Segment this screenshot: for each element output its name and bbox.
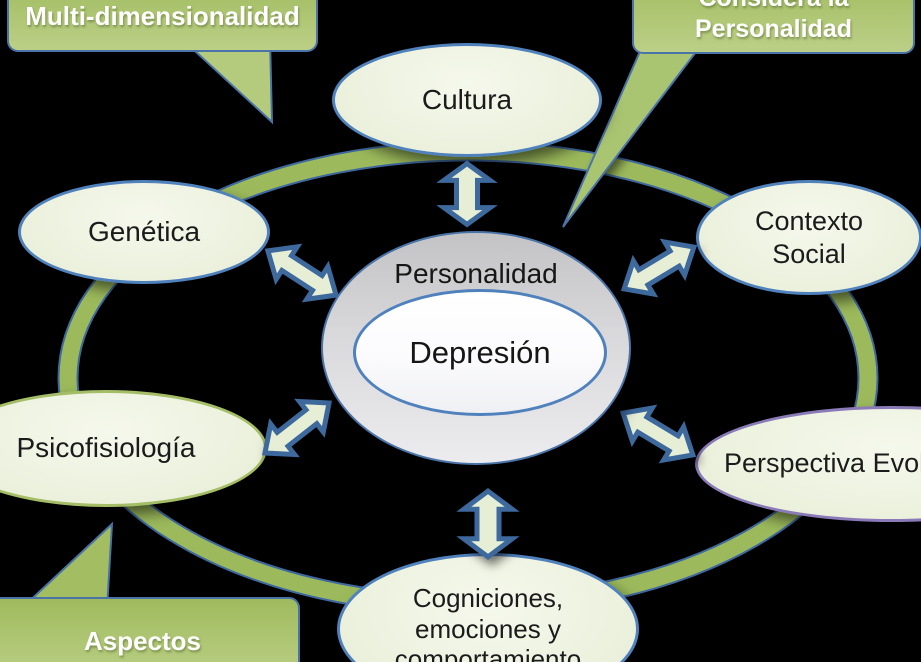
callout-aspectos-label: Aspectos xyxy=(83,625,202,656)
node-cogniciones: Cogniciones, emociones y comportamiento xyxy=(337,553,639,662)
callout-multi-tail xyxy=(180,39,274,125)
center-personalidad-label: Personalidad xyxy=(394,258,558,289)
double-arrow-icon-bottom xyxy=(464,491,512,557)
node-perspectiva-evolutiva: Perspectiva Evolut xyxy=(695,406,921,522)
center-ellipse-depresion: Depresión xyxy=(353,289,607,416)
callout-multidimensionalidad: Multi-dimensionalidad xyxy=(7,0,318,52)
double-arrow-icon-lower-right xyxy=(613,396,703,471)
double-arrow-icon-top xyxy=(444,164,490,225)
node-cultura: Cultura xyxy=(332,43,602,157)
callout-considera-personalidad-label: Considera la Personalidad xyxy=(695,0,852,43)
node-cogniciones-label: Cogniciones, emociones y comportamiento xyxy=(394,583,582,662)
callout-considera-tail xyxy=(562,39,708,228)
node-psicofisiologia-label: Psicofisiología xyxy=(16,432,196,464)
callout-multidimensionalidad-label: Multi-dimensionalidad xyxy=(25,0,300,31)
callout-aspectos-tail xyxy=(19,521,114,609)
double-arrow-icon-lower-left xyxy=(253,388,341,469)
node-contexto-social-label: Contexto Social xyxy=(754,206,864,269)
node-perspectiva-evolutiva-label: Perspectiva Evolut xyxy=(724,448,921,479)
node-cultura-label: Cultura xyxy=(421,83,513,115)
node-genetica: Genética xyxy=(18,180,270,284)
node-genetica-label: Genética xyxy=(87,215,201,247)
center-depresion-label: Depresión xyxy=(409,334,551,370)
callout-considera-personalidad: Considera la Personalidad xyxy=(632,0,915,54)
node-contexto-social: Contexto Social xyxy=(696,180,921,295)
node-psicofisiologia: Psicofisiología xyxy=(0,390,267,507)
callout-aspectos: Aspectos xyxy=(0,597,300,662)
